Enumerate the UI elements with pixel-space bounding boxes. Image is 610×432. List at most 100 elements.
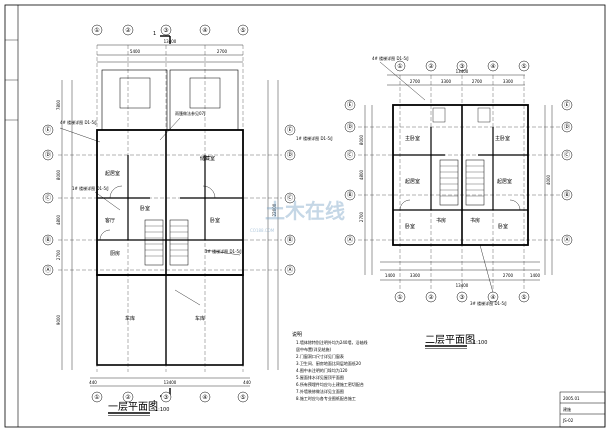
axis-p2-left-2-circle [344,149,356,161]
axis-p1-right-2-circle [284,192,296,204]
dim-p2-top-1: 2700 [410,79,421,84]
axis-p2-top-1: ② [428,63,434,70]
dim-p2-side-0: 8000 [359,134,364,145]
room-p2-4: 起居室 [405,178,420,185]
axis-p2-left-3-circle [344,121,356,133]
axis-p2-bottom-0-circle [394,291,406,303]
axis-p1-right-0: Ⓐ [287,266,293,274]
axis-p1-right-1-circle [284,234,296,246]
axis-p2-right-3: Ⓓ [564,123,570,131]
axis-p2-left-4: Ⓔ [347,101,353,109]
axis-p1-top-1-circle [122,24,134,36]
axis-p1-bottom-0-circle [91,391,103,403]
leader-lines [59,117,241,306]
axis-p2-right-0-circle [561,234,573,246]
axis-p2-left-4-circle [344,99,356,111]
plan2-title: 二层平面图 [425,334,475,346]
axis-p1-top-4: ⑤ [240,27,245,34]
callout-1-0: 4# 楼梯详图 D1-5/J [60,119,97,125]
axis-p1-bottom-3-circle [199,391,211,403]
plan2-scale: 1:100 [473,340,487,346]
room-p2-5: 起居室 [497,178,512,185]
axis-p1-left-3: Ⓓ [45,151,51,159]
notes-heading: 说明 [292,331,302,338]
room-p1-1: 卧室 [140,205,150,212]
room-p1-3: 客厅 [105,217,115,224]
watermark: 土木在线 [265,199,345,223]
room-p2-3: 卧室 [498,223,508,230]
axis-p2-bottom-1: ② [428,294,434,301]
note-line-5: 5.屋面排水详见屋顶平面图 [296,374,344,380]
room-p2-6: 书房 [436,217,446,224]
note-line-6: 6.所有预埋件均应与土建施工密切配合 [296,381,364,387]
axis-p1-top-4-circle [237,24,249,36]
axis-p1-left-3-circle [42,149,54,161]
room-p1-2: 储藏室 [200,155,215,162]
dim-p1-side-2: 4800 [56,214,61,225]
dim-p2-bottom-4: 1400 [530,273,541,278]
callout-1-2: 1# 楼梯详图 D1-5/J [72,185,109,191]
dim-p2-bottom-2: 13400 [456,283,469,288]
axis-p2-bottom-1-circle [425,291,437,303]
dim-p1-side-3: 2700 [56,249,61,260]
dim-p1-side-5: 9000 [56,314,61,325]
axis-p1-bottom-2: ③ [163,394,168,401]
dim-p2-side-2: 2700 [359,211,364,222]
axis-p2-left-0-circle [344,234,356,246]
axis-p2-bottom-0: ① [397,294,402,301]
room-labels: 起居室卧室储藏室客厅卧室车库车库厨房主卧室主卧室卧室卧室起居室起居室书房书房 [105,135,512,322]
plan1-scale: 1:100 [155,407,169,413]
axis-p1-right-3: Ⓓ [287,151,293,159]
axis-p1-left-2: Ⓒ [45,194,51,202]
callout-2-0: 4# 楼梯详图 D1-5/J [372,55,409,61]
axis-p1-right-4-circle [284,124,296,136]
callout-2-2: 3# 楼梯详图 D1-5/J [470,300,507,306]
axis-p2-top-4-circle [518,60,530,72]
first-floor-plan [58,44,282,387]
axis-p1-bottom-3: ④ [202,394,207,401]
dim-p2-bottom-3: 2700 [503,273,514,278]
title-block-type: 建施 [563,406,571,412]
axis-p1-left-2-circle [42,192,54,204]
room-p1-0: 起居室 [105,170,120,177]
dim-p1-top-2: 2700 [217,49,228,54]
note-line-4: 4.图中未注明的门垛均为120 [296,367,348,373]
axis-p2-right-4-circle [561,99,573,111]
axis-p1-bottom-0: ① [94,394,99,401]
notes-list: 1.墙体除特别注明外均为240墙，沿轴线 居中布置(详见结施)2.门窗洞口尺寸详… [296,339,367,401]
dim-p2-bottom-0: 1400 [385,273,396,278]
axis-p2-left-3: Ⓓ [347,123,353,131]
sheet-border [4,4,606,428]
room-p1-5: 车库 [125,315,135,322]
axis-p2-bottom-2: ③ [459,294,464,301]
axis-p2-right-1: Ⓑ [564,191,570,199]
axis-p1-left-4: Ⓔ [45,126,51,134]
axis-p2-top-2-circle [456,60,468,72]
callout-1-1: 雨篷做法参见07J [175,110,205,116]
dim-p1-bottom-1: 13400 [164,380,177,385]
axis-p2-left-2: Ⓒ [347,151,353,159]
axis-p1-right-0-circle [284,264,296,276]
note-line-0: 1.墙体除特别注明外均为240墙，沿轴线 [296,339,367,345]
axis-p2-bottom-3-circle [487,291,499,303]
axis-p2-left-1: Ⓑ [347,191,353,199]
section-markers [160,35,171,397]
axis-p1-right-2: Ⓒ [287,194,293,202]
margin-ticks [5,39,18,121]
axis-p1-left-1-circle [42,234,54,246]
room-p1-4: 卧室 [210,217,220,224]
axis-p1-top-2: ③ [163,27,168,34]
axis-p1-left-1: Ⓑ [45,236,51,244]
axis-p2-right-2-circle [561,149,573,161]
axis-p2-top-3: ④ [490,63,495,70]
axis-p2-bottom-2-circle [456,291,468,303]
axis-p1-top-0: ① [94,27,99,34]
axis-p1-left-4-circle [42,124,54,136]
dim-p2-top-0: 13400 [456,69,469,74]
dim-p1-top-1: 5400 [130,49,141,54]
note-line-3: 3.卫生间、厨房地面比同层地面低20 [296,360,361,366]
axis-p2-top-3-circle [487,60,499,72]
second-floor-plan [358,61,560,301]
